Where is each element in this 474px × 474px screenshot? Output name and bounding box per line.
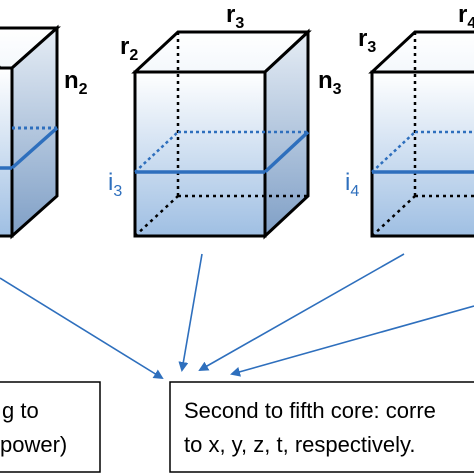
top-label-r3: r3	[226, 1, 244, 32]
slice-line-left	[371, 131, 416, 173]
arrow-from-fourth-core	[230, 305, 474, 377]
side-label-n3: n3	[318, 67, 342, 98]
slice-line-left	[134, 131, 179, 173]
index-label-i3: i3	[108, 169, 122, 200]
cube-front-face	[0, 66, 14, 238]
slice-line-side	[263, 130, 310, 174]
arrow-from-second-core	[178, 253, 203, 372]
arrow-from-first-core	[0, 277, 164, 380]
arrow-from-third-core	[198, 253, 405, 371]
cube-front-face	[370, 70, 474, 238]
left-label-r3: r3	[358, 25, 376, 56]
caption-left-line2: power)	[0, 432, 67, 457]
core-cube-first: n2	[0, 24, 88, 240]
cube-front-face	[133, 70, 267, 238]
core-cube-third: r4 r3 i4	[345, 1, 474, 238]
cube-top-face	[368, 30, 474, 74]
core-cube-second: r3 r2 n3 i3	[108, 1, 342, 240]
index-label-i4: i4	[345, 169, 359, 200]
top-label-r4: r4	[458, 1, 474, 32]
slice-line-side	[10, 126, 59, 170]
left-label-r2: r2	[120, 33, 138, 64]
caption-box-right: Second to fifth core: corre to x, y, z, …	[169, 381, 474, 473]
arrows	[0, 253, 474, 380]
caption-right-line2: to x, y, z, t, respectively.	[184, 432, 415, 457]
side-label-n2: n2	[64, 67, 88, 98]
caption-left-line1: g to	[2, 398, 39, 423]
caption-right-line1: Second to fifth core: corre	[184, 398, 436, 423]
caption-box-left: g to power)	[0, 381, 101, 473]
